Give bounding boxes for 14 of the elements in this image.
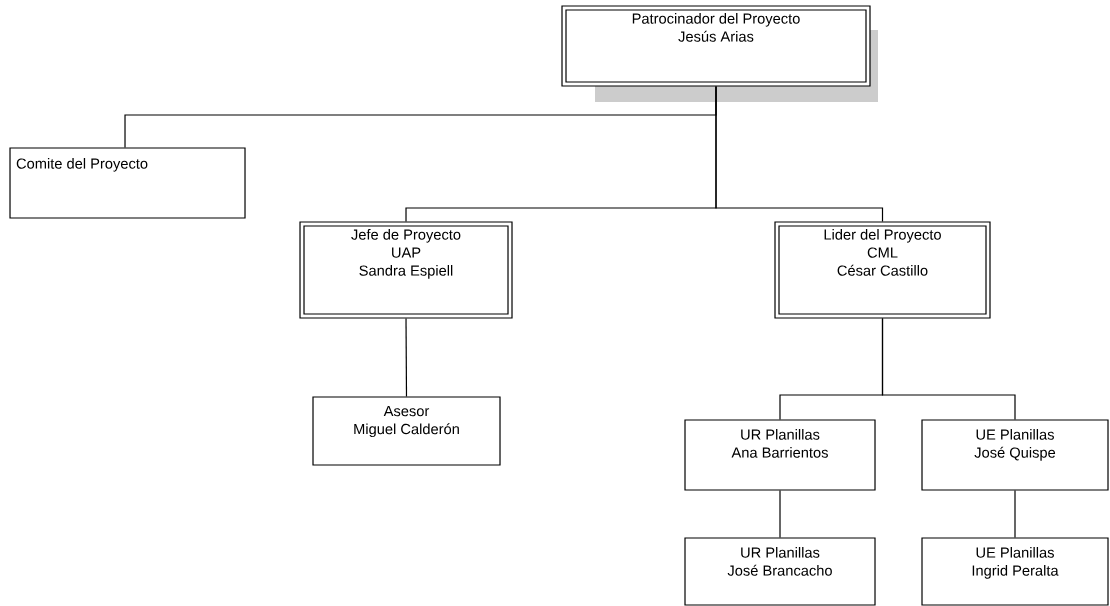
sponsor-box: Patrocinador del Proyecto Jesús Arias: [561, 5, 871, 87]
connector-line: [881, 318, 1016, 420]
org-box: UR Planillas Ana Barrientos: [684, 419, 876, 491]
connector-line: [405, 318, 408, 397]
org-box: Asesor Miguel Calderón: [312, 396, 501, 466]
connector-line: [1014, 490, 1016, 538]
org-box: Comite del Proyecto: [9, 147, 246, 219]
org-box: Jefe de Proyecto UAP Sandra Espiell: [299, 221, 513, 319]
connector-line: [715, 86, 884, 222]
org-box: UE Planillas Ingrid Peralta: [921, 537, 1109, 606]
connector-line: [779, 490, 781, 538]
org-box: UR Planillas José Brancacho: [684, 537, 876, 606]
org-box: UE Planillas José Quispe: [921, 419, 1109, 491]
org-box: Lider del Proyecto CML César Castillo: [774, 221, 991, 319]
